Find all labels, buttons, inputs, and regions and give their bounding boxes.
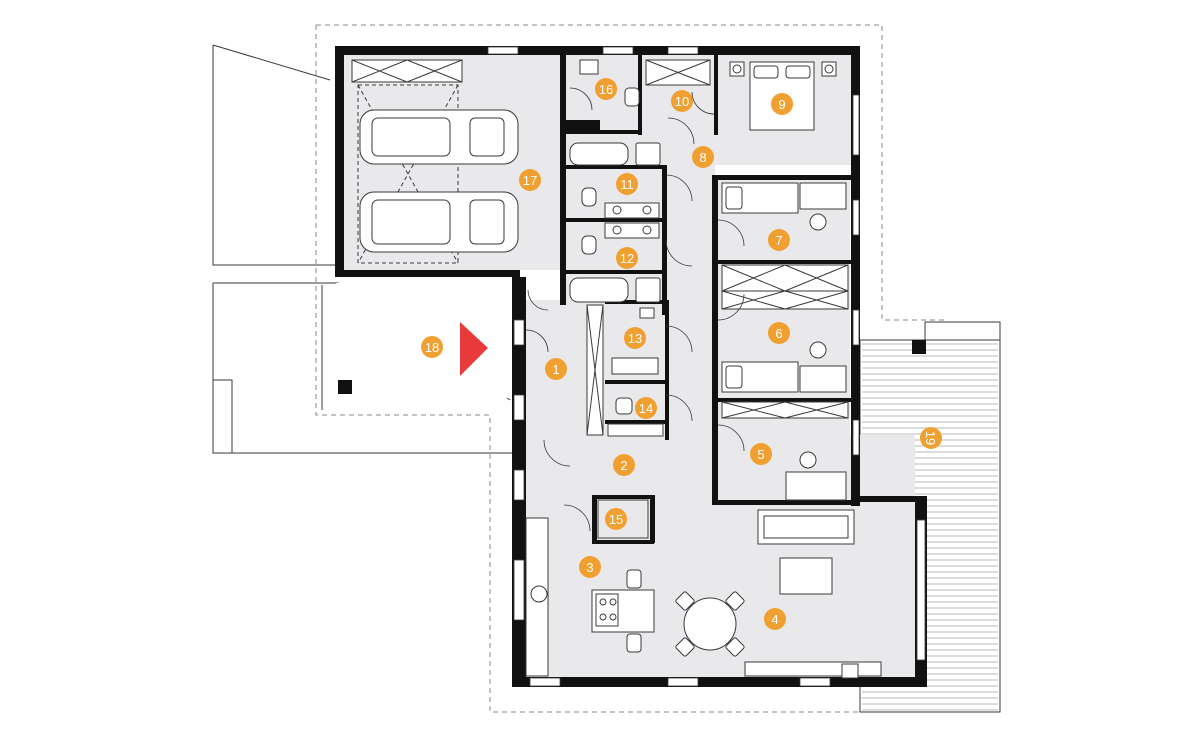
- room-label-16: 16: [599, 82, 613, 97]
- room-label-1: 1: [552, 362, 559, 377]
- room-label-3: 3: [586, 560, 593, 575]
- room-label-11: 11: [620, 177, 634, 192]
- room-marker-9: 9: [771, 93, 793, 115]
- room-marker-2: 2: [613, 454, 635, 476]
- room-marker-7: 7: [768, 229, 790, 251]
- room-marker-4: 4: [764, 608, 786, 630]
- room-label-15: 15: [609, 512, 623, 527]
- room-label-4: 4: [771, 612, 778, 627]
- room-marker-11: 11: [616, 173, 638, 195]
- room-marker-10: 10: [671, 90, 693, 112]
- room-label-2: 2: [620, 458, 627, 473]
- room-label-6: 6: [775, 326, 782, 341]
- room-markers: 1 2 3 4 5 6 7 8 9 10 11 12 13 14 15 16 1…: [421, 78, 942, 630]
- room-label-9: 9: [778, 97, 785, 112]
- room-marker-1: 1: [545, 358, 567, 380]
- room-marker-5: 5: [750, 443, 772, 465]
- room-marker-19: 19: [920, 427, 942, 449]
- room-marker-14: 14: [635, 397, 657, 419]
- room-marker-6: 6: [768, 322, 790, 344]
- furniture: [351, 59, 882, 679]
- entry-arrow-icon: [460, 322, 488, 376]
- room-label-18: 18: [425, 340, 439, 355]
- room-label-7: 7: [775, 233, 782, 248]
- roof-outline: [315, 24, 945, 713]
- room-marker-3: 3: [579, 556, 601, 578]
- door-swings: [525, 87, 745, 532]
- room-label-19: 19: [923, 431, 938, 445]
- room-marker-16: 16: [595, 78, 617, 100]
- room-marker-18: 18: [421, 336, 443, 358]
- room-label-17: 17: [523, 173, 537, 188]
- room-marker-15: 15: [605, 508, 627, 530]
- room-label-12: 12: [620, 251, 634, 266]
- room-label-8: 8: [699, 150, 706, 165]
- room-label-5: 5: [757, 447, 764, 462]
- room-marker-13: 13: [624, 327, 646, 349]
- room-marker-8: 8: [692, 146, 714, 168]
- room-label-13: 13: [628, 331, 642, 346]
- room-label-14: 14: [639, 401, 653, 416]
- windows: [487, 46, 926, 687]
- room-label-10: 10: [675, 94, 689, 109]
- room-marker-12: 12: [616, 247, 638, 269]
- room-marker-17: 17: [519, 169, 541, 191]
